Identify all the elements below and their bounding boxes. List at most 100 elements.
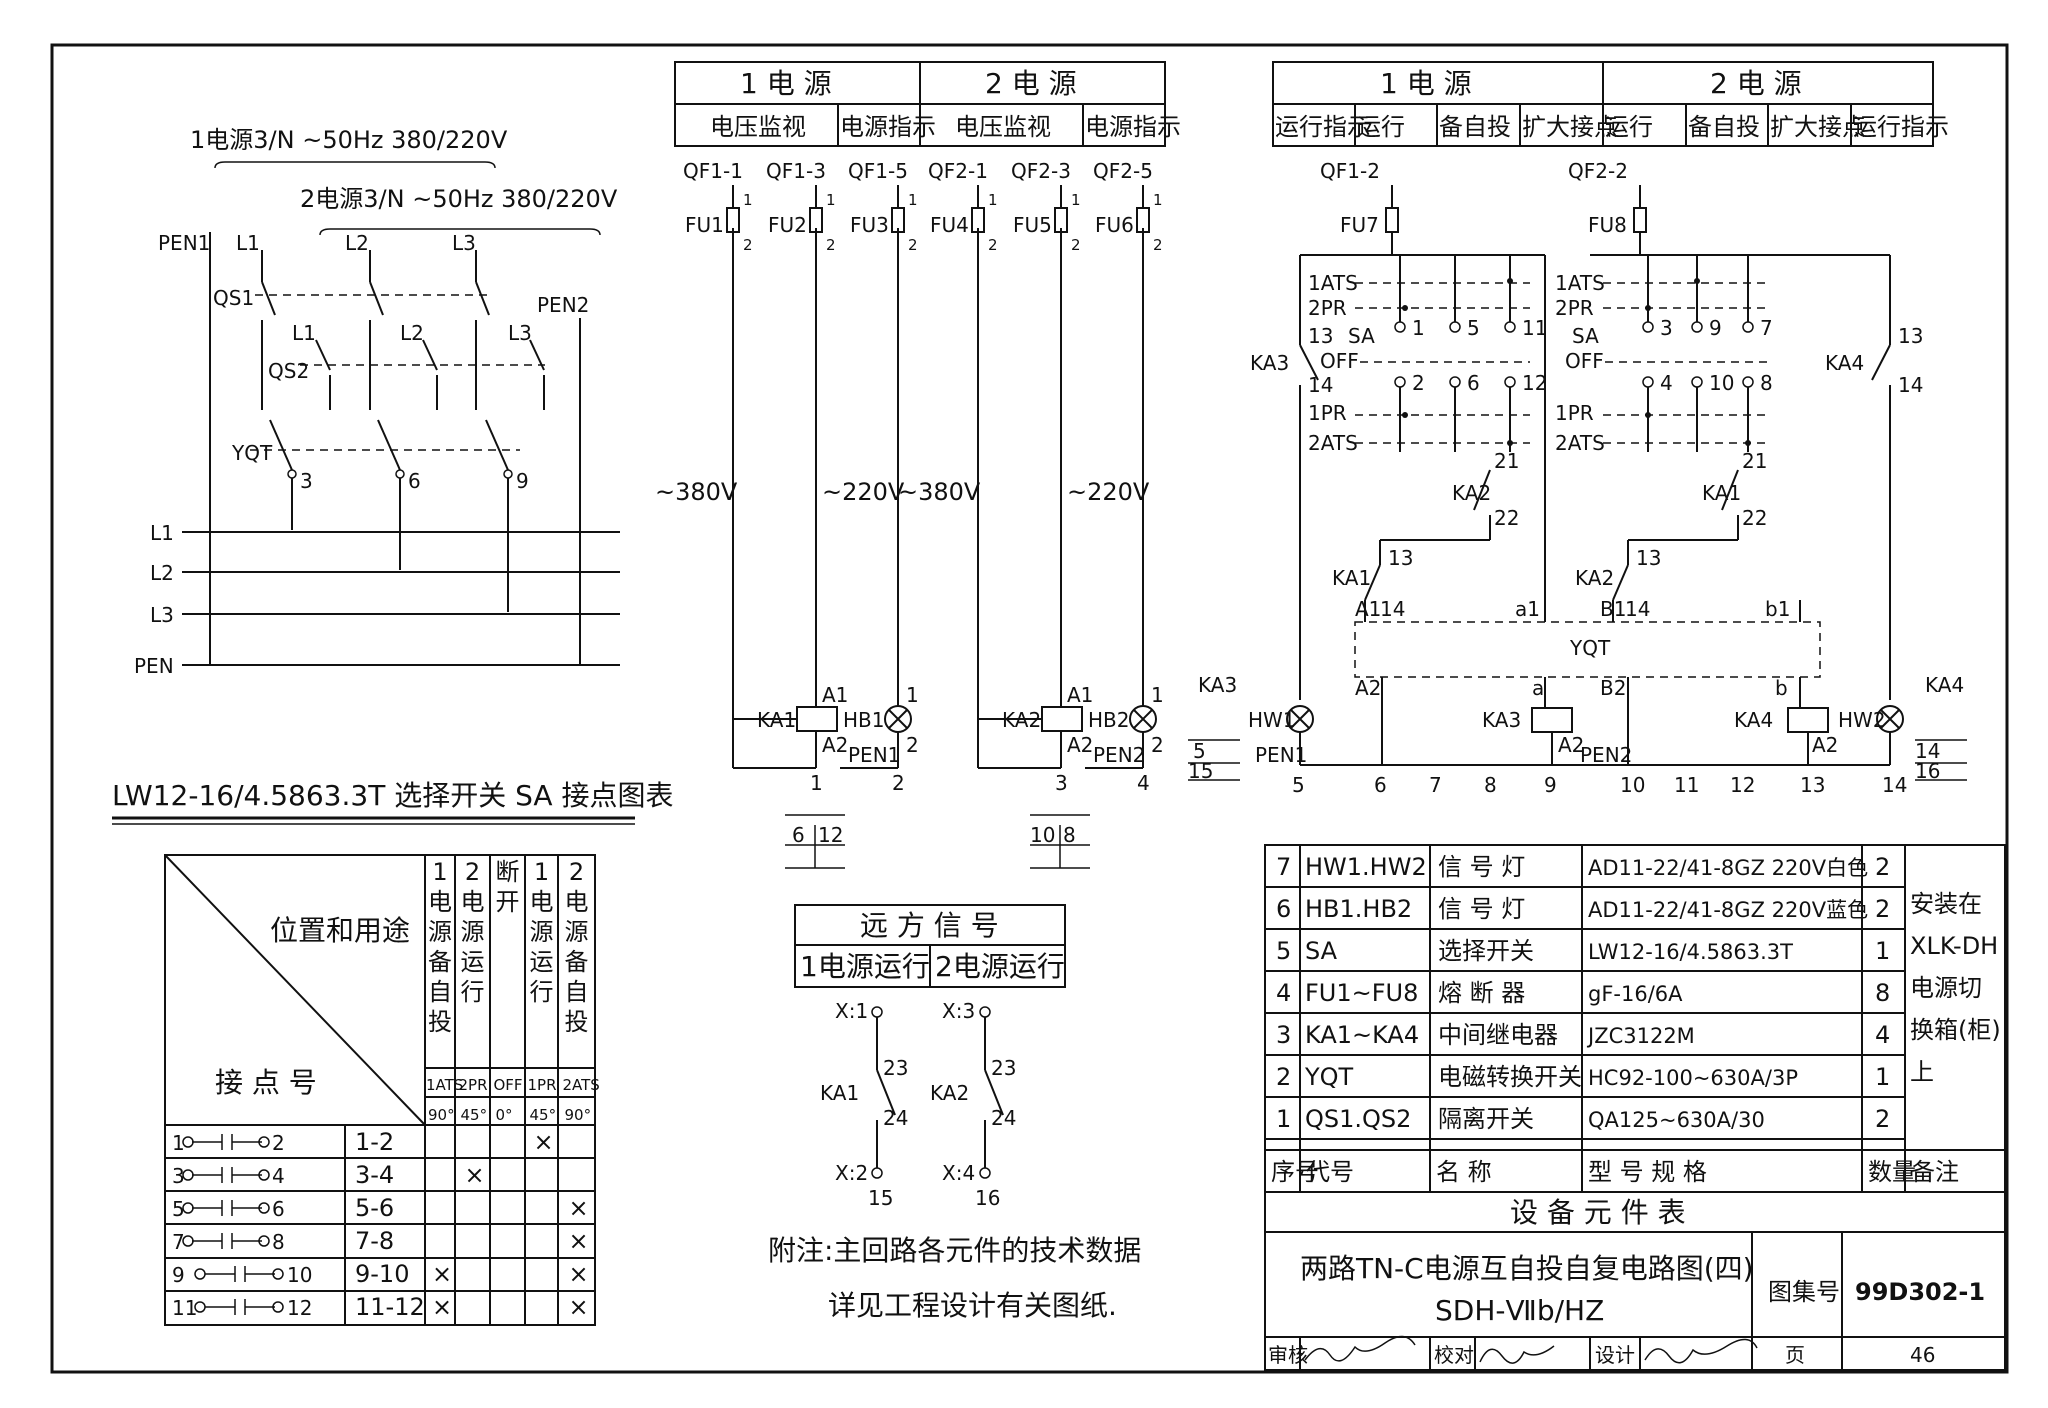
row-name: 信 号 灯 [1438, 853, 1525, 881]
ka3-c13: 13 [1308, 324, 1333, 348]
v220-a: ~220V [822, 478, 905, 506]
fuse-label: FU4 [930, 213, 969, 237]
row-model: AD11-22/41-8GZ 220V白色 [1588, 856, 1868, 880]
pr1-b: 1PR [1555, 401, 1594, 425]
ka3-a2: A2 [1558, 733, 1584, 757]
signature-design [1644, 1338, 1758, 1364]
contact-symbol [205, 1299, 275, 1315]
row-code: SA [1305, 937, 1338, 965]
yqt-box-label: YQT [1569, 636, 1611, 660]
row-code: HB1.HB2 [1305, 895, 1412, 923]
fuse-pin-1: 1 [988, 191, 998, 209]
row-qty: 2 [1875, 895, 1890, 923]
sa-contact-no: 10 [1709, 371, 1734, 395]
row-model: LW12-16/4.5863.3T [1588, 940, 1793, 964]
mid-col-ind1: 电源指示 [840, 113, 936, 141]
design-label: 设计 [1595, 1343, 1635, 1367]
x2-label: X:2 [835, 1161, 868, 1185]
ka2-self: KA2 [1575, 566, 1614, 590]
ka3-coil: KA3 [1482, 708, 1521, 732]
position-code: 2PR [459, 1076, 488, 1094]
pr2-a: 2PR [1308, 296, 1347, 320]
ka4-mini-16: 16 [1915, 759, 1940, 783]
node-label: 6 [1374, 773, 1387, 797]
title-block: 两路TN-C电源互自投自复电路图(四) SDH-Ⅶb/HZ 图集号 99D302… [1264, 1231, 2006, 1371]
header-cell: 名 称 [1436, 1158, 1492, 1186]
contact-mark: × [569, 1227, 589, 1255]
ka4-contact-label: KA4 [1825, 351, 1864, 375]
sa-contact: 6 [1449, 371, 1480, 452]
ka4-a2: A2 [1812, 733, 1838, 757]
fuse-pin-1: 1 [1071, 191, 1081, 209]
contact-left: 5 [172, 1197, 185, 1221]
remote-24b: 24 [991, 1106, 1016, 1130]
position-angle: 45° [461, 1106, 488, 1124]
qf-label: QF2-1 [928, 159, 988, 183]
ka1-self: KA1 [1332, 566, 1371, 590]
contact-pair: 5-6 [355, 1194, 394, 1222]
drawing-title: 两路TN-C电源互自投自复电路图(四) [1300, 1252, 1754, 1285]
remark-line: 电源切 [1910, 974, 1982, 1002]
ka3-c14: 14 [1308, 373, 1333, 397]
fu7-label: FU7 [1340, 213, 1379, 237]
bus-l2: L2 [150, 561, 174, 585]
row-name: 选择开关 [1438, 937, 1534, 965]
pin-A1: A1 [1355, 597, 1381, 621]
page-label: 页 [1785, 1343, 1805, 1367]
note-line1: 附注:主回路各元件的技术数据 [768, 1234, 1141, 1267]
qf-label: QF1-1 [683, 159, 743, 183]
remark-line: 安装在 [1910, 890, 1982, 918]
right-header-src1: 1 电 源 [1380, 67, 1472, 100]
inter-21b: 21 [1742, 449, 1767, 473]
atlas-number: 99D302-1 [1855, 1278, 1985, 1306]
contact-symbol [192, 1233, 262, 1249]
fuse-label: FU2 [768, 213, 807, 237]
review-label: 审核 [1268, 1343, 1308, 1367]
yqt-label: YQT [231, 441, 273, 465]
row-qty: 1 [1875, 1063, 1890, 1091]
pr2-b: 2PR [1555, 296, 1594, 320]
ka4-mini-14: 14 [1915, 739, 1940, 763]
fuse-pin-2: 2 [1071, 236, 1081, 254]
node-label: 12 [1730, 773, 1755, 797]
contact-left: 1 [172, 1131, 185, 1155]
right-col-label: 运行 [1357, 113, 1405, 141]
fu8-label: FU8 [1588, 213, 1627, 237]
pr1-a: 1PR [1308, 401, 1347, 425]
v220-b: ~220V [1067, 478, 1150, 506]
contact-pair: 11-12 [355, 1293, 425, 1321]
contact-pair: 1-2 [355, 1128, 394, 1156]
remote-col1: 1电源运行 [800, 950, 930, 983]
sa-contact-no: 7 [1760, 316, 1773, 340]
remote-24a: 24 [883, 1106, 908, 1130]
fuse-label: FU1 [685, 213, 724, 237]
self-13b: 13 [1636, 546, 1661, 570]
ka1-a2: A2 [822, 733, 848, 757]
fuse-pin-1: 1 [1153, 191, 1163, 209]
contact1-a: 6 [792, 823, 805, 847]
sa-contact: 7 [1742, 255, 1773, 340]
sa-contact-no: 4 [1660, 371, 1673, 395]
l2-label: L2 [345, 231, 369, 255]
ka4-c13: 13 [1898, 324, 1923, 348]
mid-header-src2: 2 电 源 [985, 67, 1077, 100]
row-code: KA1~KA4 [1305, 1021, 1419, 1049]
yqt-pin-9: 9 [516, 469, 529, 493]
header-contact-no: 接 点 号 [215, 1066, 317, 1099]
ats1-a: 1ATS [1308, 271, 1358, 295]
ats2-b: 2ATS [1555, 431, 1605, 455]
bus-l1: L1 [150, 521, 174, 545]
row-name: 信 号 灯 [1438, 895, 1525, 923]
l1b-label: L1 [292, 321, 316, 345]
node-label: 10 [1620, 773, 1645, 797]
qf-label: QF2-5 [1093, 159, 1153, 183]
mid-fuse-columns: QF1-1FU112QF1-3FU212QF1-5FU312QF2-1FU412… [683, 159, 1163, 254]
row-qty: 2 [1875, 1105, 1890, 1133]
